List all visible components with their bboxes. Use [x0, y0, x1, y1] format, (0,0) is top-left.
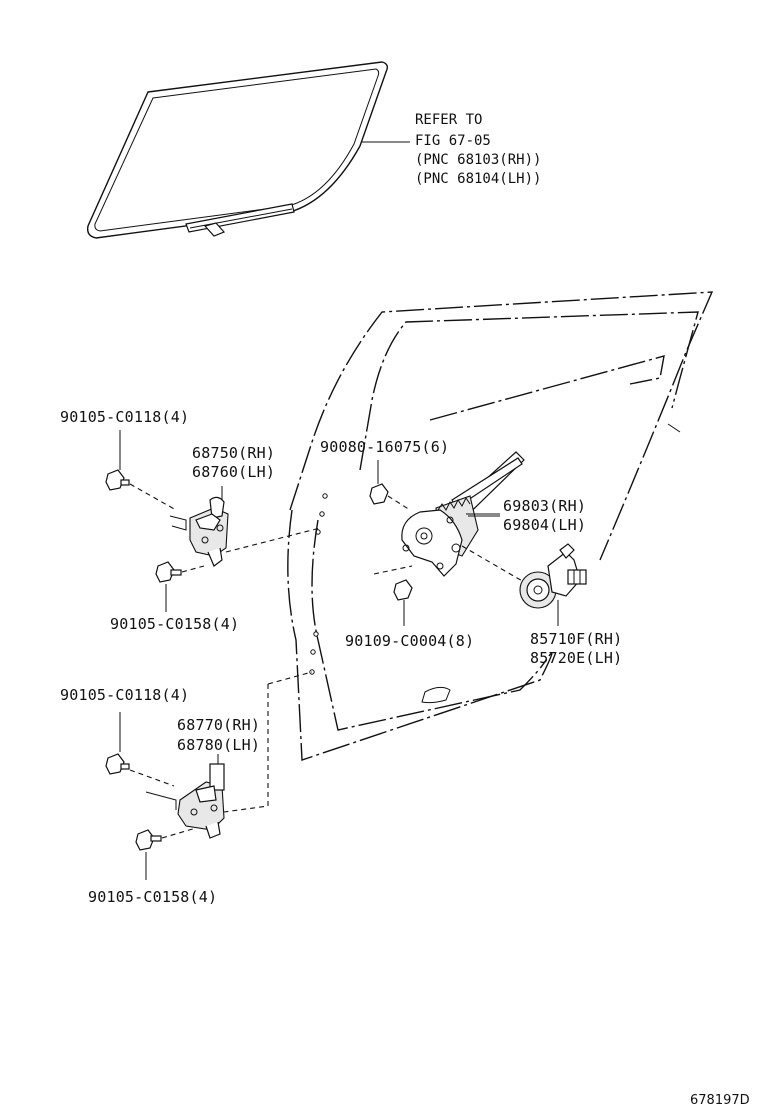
regulator-motor	[519, 543, 587, 626]
lower-hinge	[177, 763, 225, 839]
refer-line-1: REFER TO	[415, 112, 482, 128]
door-panel	[287, 291, 714, 761]
label-motor-rh: 85710F(RH)	[530, 630, 622, 648]
label-hinge-lower-lh: 68780(LH)	[177, 736, 260, 754]
refer-line-4: (PNC 68104(LH))	[415, 171, 541, 187]
refer-line-3: (PNC 68103(RH))	[415, 152, 541, 168]
upper-hinge-bolt-top	[105, 469, 130, 491]
upper-hinge-assembly	[105, 430, 321, 612]
label-bolt-lower-bottom: 90105-C0158(4)	[88, 888, 217, 906]
label-regulator-bolt-top: 90080-16075(6)	[320, 438, 449, 456]
lower-hinge-assembly	[105, 671, 313, 880]
lower-hinge-bolt-bottom	[135, 829, 162, 851]
label-regulator-rh: 69803(RH)	[503, 497, 586, 515]
label-bolt-upper-top: 90105-C0118(4)	[60, 408, 189, 426]
label-hinge-upper-rh: 68750(RH)	[192, 444, 275, 462]
window-regulator	[369, 451, 525, 626]
label-hinge-upper-lh: 68760(LH)	[192, 463, 275, 481]
regulator-bolt-bottom	[393, 579, 413, 601]
label-bolt-lower-top: 90105-C0118(4)	[60, 686, 189, 704]
refer-line-2: FIG 67-05	[415, 133, 491, 149]
refer-to-note: REFER TO FIG 67-05 (PNC 68103(RH)) (PNC …	[415, 112, 541, 187]
label-regulator-lh: 69804(LH)	[503, 516, 586, 534]
label-hinge-lower-rh: 68770(RH)	[177, 716, 260, 734]
lower-hinge-bolt-top	[105, 753, 130, 775]
upper-hinge-bolt-bottom	[155, 561, 182, 583]
label-motor-lh: 85720E(LH)	[530, 649, 622, 667]
regulator-bolt-top	[369, 483, 389, 505]
label-bolt-upper-bottom: 90105-C0158(4)	[110, 615, 239, 633]
label-regulator-bolt-bottom: 90109-C0004(8)	[345, 632, 474, 650]
figure-id: 678197D	[690, 1093, 750, 1108]
upper-hinge	[189, 496, 229, 567]
door-glass	[86, 61, 410, 239]
